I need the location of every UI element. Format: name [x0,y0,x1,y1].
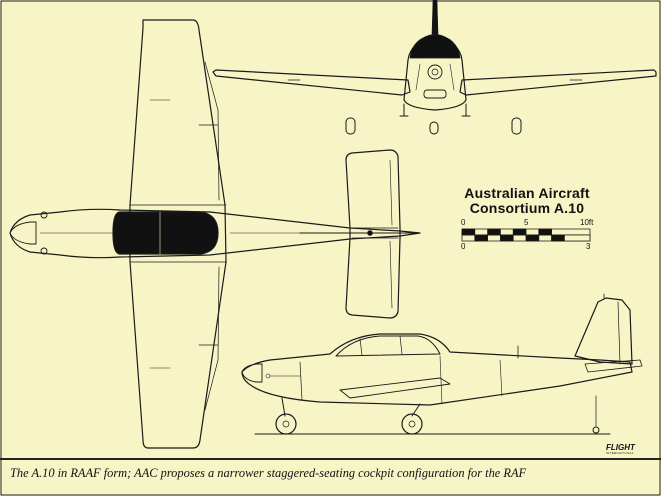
scale-ft-max: 10ft [580,218,594,227]
diagram-title: Australian Aircraft Consortium A.10 [452,186,602,216]
plan-tailplane [345,149,401,319]
plan-view [9,19,421,449]
scale-bar [461,228,591,242]
scale-m-min: 0 [461,242,466,251]
side-fuselage [241,333,633,406]
scale-ft-min: 0 [461,218,466,227]
front-view [212,0,657,135]
scale-m-max: 3 [586,242,591,251]
front-wing-left [212,69,411,96]
logo-subtext: INTERNATIONAL [606,451,634,455]
caption-divider [0,458,661,460]
side-fin [574,297,633,365]
scale-ft-mid: 5 [524,218,529,227]
title-line-1: Australian Aircraft [464,185,590,201]
plan-wing [129,19,227,449]
figure-caption: The A.10 in RAAF form; AAC proposes a na… [10,466,527,480]
scale-labels: 0 5 10ft 0 3 [461,218,594,258]
front-wing-right [459,69,657,96]
plan-canopy [112,211,219,255]
title-line-2: Consortium A.10 [469,200,585,216]
side-view [241,293,643,435]
flight-logo: FLIGHT INTERNATIONAL [606,443,635,455]
logo-text: FLIGHT [606,443,635,452]
